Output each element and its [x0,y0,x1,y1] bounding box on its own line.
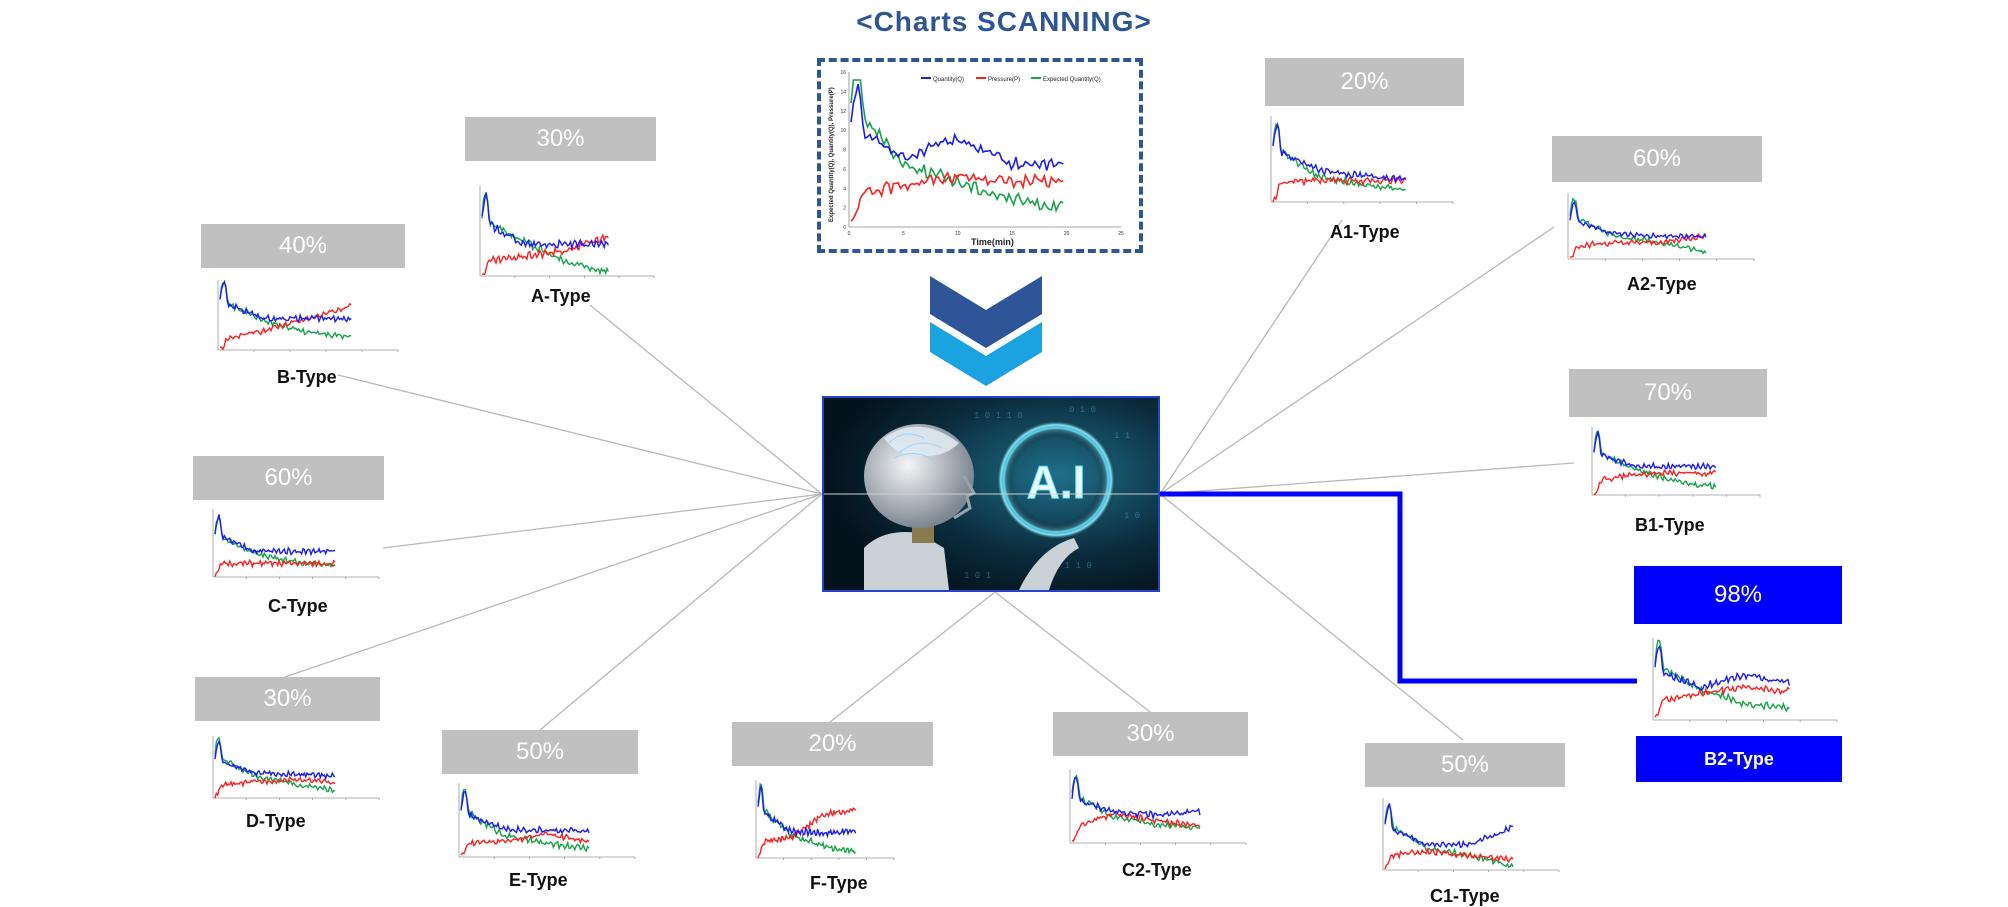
mini-chart-a [479,186,655,278]
connector-c1 [1159,493,1464,741]
scanned-chart-xlabel: Time(min) [971,237,1014,247]
connector-b1 [1159,462,1575,495]
connector-b2-highlight [1160,491,1637,684]
connector-a2 [1159,226,1555,495]
mini-chart-a1 [1270,116,1454,204]
y-tick-label: 10 [840,128,846,134]
mini-chart-a2 [1567,193,1755,261]
connector-a1 [1159,219,1343,495]
svg-text:1 1: 1 1 [1114,431,1130,441]
percent-box-a2: 60% [1552,136,1762,182]
type-label-c2: C2-Type [1122,860,1192,880]
svg-text:1 0: 1 0 [1124,511,1140,521]
mini-chart-f [755,780,895,860]
connector-c [382,493,823,549]
type-label-c: C-Type [268,596,328,616]
connector-b [337,374,823,495]
percent-box-c2: 30% [1053,712,1248,756]
x-tick-label: 5 [902,231,905,237]
percent-box-a1: 20% [1265,58,1464,106]
legend-pressure: Pressure(P) [988,77,1020,83]
svg-text:0 1 0: 0 1 0 [1069,405,1096,415]
chevron-down-icon [930,276,1042,386]
type-label-b2-best-match: B2-Type [1636,736,1842,782]
ai-image: 1 0 1 1 0 0 1 0 1 1 0 1 1 0 1 0 1 0 1 A.I [822,396,1160,592]
y-tick-label: 14 [840,89,846,95]
x-tick-label: 25 [1118,231,1124,237]
y-tick-label: 12 [840,109,846,115]
type-label-a: A-Type [531,286,591,306]
svg-text:1 0 1 1 0: 1 0 1 1 0 [974,411,1023,421]
svg-text:0 1 1 0: 0 1 1 0 [1054,561,1092,571]
legend-expected: Expected Quantity(Q) [1043,77,1101,83]
connector-e [539,493,823,731]
percent-box-d: 30% [195,677,380,721]
type-label-a1: A1-Type [1330,222,1400,242]
legend-quantity: Quantity(Q) [933,77,964,83]
x-tick-label: 10 [955,231,961,237]
x-tick-label: 15 [1009,231,1015,237]
type-label-e: E-Type [509,870,568,890]
type-label-b1: B1-Type [1635,515,1705,535]
y-tick-label: 4 [843,186,846,192]
percent-box-b: 40% [201,224,405,268]
mini-chart-c1 [1382,798,1560,872]
scanned-chart-legend: Quantity(Q) Pressure(P) Expected Quantit… [921,77,1101,83]
mini-chart-e [458,783,636,859]
ai-robot-illustration: 1 0 1 1 0 0 1 0 1 1 0 1 1 0 1 0 1 0 1 A.I [824,398,1158,590]
type-label-b: B-Type [277,367,337,387]
scanned-chart-ylabel: Expected Quantity(Q), Quantity(Q), Press… [829,87,835,222]
ai-text: A.I [1027,456,1086,508]
connector-d [284,493,823,678]
type-label-c1: C1-Type [1430,886,1500,906]
mini-chart-b1 [1591,427,1761,497]
svg-text:1 0 1: 1 0 1 [964,571,991,581]
percent-box-c1: 50% [1365,743,1565,787]
y-tick-label: 16 [840,70,846,76]
connector-c2 [994,591,1151,713]
y-tick-label: 6 [843,167,846,173]
page-title: <Charts SCANNING> [856,6,1152,37]
scanned-chart: Quantity(Q) Pressure(P) Expected Quantit… [829,70,1124,247]
percent-box-c: 60% [193,456,384,500]
percent-box-f: 20% [732,722,933,766]
percent-box-b1: 70% [1569,369,1767,417]
type-label-f: F-Type [810,873,868,893]
y-tick-label: 0 [843,225,846,231]
x-tick-label: 0 [848,231,851,237]
y-tick-label: 8 [843,148,846,154]
mini-chart-b [217,279,399,352]
connector-f [829,591,996,723]
mini-chart-d [212,736,380,800]
mini-chart-b2 [1652,638,1838,722]
percent-box-a: 30% [465,117,656,161]
type-label-a2: A2-Type [1627,274,1697,294]
percent-box-e: 50% [442,730,638,774]
x-tick-label: 20 [1064,231,1070,237]
scanned-chart-frame: Quantity(Q) Pressure(P) Expected Quantit… [817,58,1143,253]
mini-chart-c [212,509,380,579]
type-label-d: D-Type [246,811,306,831]
y-tick-label: 2 [843,206,846,212]
connector-a [589,304,823,495]
mini-chart-c2 [1069,769,1247,845]
percent-box-b2-best-match: 98% [1634,566,1842,624]
